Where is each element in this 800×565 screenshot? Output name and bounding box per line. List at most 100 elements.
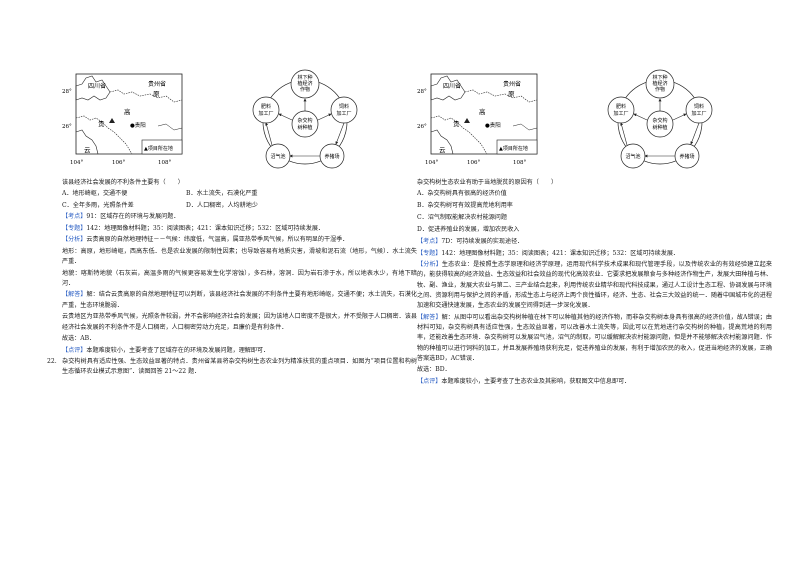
map-label-guizhou: 贵州省 [148,80,166,88]
node-fertilizer-plant [607,96,635,124]
zhuanti-tag: 【专题】 [62,224,87,232]
question-21-intro: 该县经济社会发展的不利条件主要有（ ） [62,179,184,186]
zhuanti-text: 142：地理图像材料题；35：阅读图表；421：课本知识迁移；532：区域可持续… [86,224,325,232]
left-column: 四川省 贵州省 原 高 贵 ●贵阳 云 28° 26° 104° 106° 10… [47,66,417,379]
jieda-p2: 云贵地区为亚热带季风气候，光照条件较弱，并不会影响经济社会的发展；因为该地人口密… [62,313,417,331]
dianping-text: 本题难度较小，主要考查了区域存在的环境及发展问题，理解即可． [86,346,270,354]
option-c: C．全年多雨，光照条件差 [62,201,134,209]
map-label-sichuan: 四川省 [443,82,461,90]
map-label-lon108: 108° [513,160,526,166]
fenxi-p2: 地形：高原，地形崎岖，西高东低．也是农业发展的限制性因素；也导致容易有地质灾害，… [62,247,417,266]
option-a: A．地形崎岖，交通不便 [62,190,128,198]
map-label-gui: 贵 [98,119,105,128]
kaodian-text: 91：区域存在的环境与发展问题． [86,213,180,221]
answer-line: 故选：BD． [417,366,451,374]
jieda-text: 解：从图中可以看出杂交构树种植在林下可以种植其他的经济作物，而非杂交构树本身具有… [417,313,772,362]
node-forest-crops [645,69,675,99]
kaodian-text: 7D：可持续发展的实现途径． [441,238,524,246]
node-pig-farm-label: 养猪场 [679,153,694,160]
left-flow-diagram: 林下种 植经济 作物 肥料 加工厂 饲料 加工厂 杂交构 树种植 沼气池 养猪场 [252,69,358,169]
option-b: B．杂交构树可有效提高荒地利用率 [417,202,513,210]
question-22-text: 杂交构树具有适应性强、生态效益显著的特点．贵州省某县将杂交构树生态农业列为精准扶… [62,358,417,376]
jieda-tag: 【解答】 [417,313,442,321]
map-label-lon104: 104° [425,160,438,166]
node-fertilizer-plant [252,96,280,124]
right-location-map: 四川省 贵州省 原 高 贵 ●贵阳 云 28° 26° 104° 106° 10… [417,73,538,166]
kaodian-tag: 【考点】 [417,238,442,246]
map-label-lon106: 106° [467,160,480,166]
kaodian-section: 【考点】91：区域存在的环境与发展问题． [62,212,417,222]
question-22: 22. 杂交构树具有适应性强、生态效益显著的特点．贵州省某县将杂交构树生态农业列为… [47,357,417,378]
question-22-number: 22. [47,358,57,365]
map-label-yuan: 原 [508,90,515,98]
node-fertilizer-l1: 肥料 [616,103,626,110]
map-label-yuan: 原 [153,90,160,98]
map-label-lon106: 106° [112,160,125,166]
node-forest-crops-l1: 林下种 [297,74,312,81]
zhuanti-tag: 【专题】 [417,249,442,257]
dianping-tag: 【点评】 [417,377,442,385]
map-label-lat28: 28° [62,89,72,95]
fenxi-p3: 地貌：喀斯特地貌（石灰岩，高温多雨的气候更容易发生化学溶蚀），多石林，溶洞．因为… [62,269,417,287]
kaodian-tag: 【考点】 [62,213,87,221]
node-mulberry-l1: 杂交构 [297,117,312,124]
node-mulberry-l2: 树种植 [652,124,667,131]
dianping-tag: 【点评】 [62,346,87,354]
option-d: D．人口稠密，人均耕地少 [186,201,258,209]
map-label-guizhou: 贵州省 [503,80,521,88]
question-21-options: A．地形崎岖，交通不便 B．水土流失，石漠化严重 C．全年多雨，光照条件差 D．… [62,189,417,212]
node-pig-farm-label: 养猪场 [324,153,339,160]
node-paper-mulberry [646,110,674,138]
fenxi-p1: 云贵高原的自然地理特征－－气候：纬度低，气温高，属亚热带季风气候，所以有明显的干… [86,236,349,244]
node-fertilizer-l2: 加工厂 [613,110,628,117]
node-feed-l1: 饲料 [694,103,704,110]
project-site-marker-icon [464,118,470,123]
node-feed-l2: 加工厂 [336,110,351,117]
question-22-options: A．杂交构树具有很高的经济价值 B．杂交构树可有效提高荒地利用率 C．沼气制取能… [417,189,772,235]
fenxi-tag: 【分析】 [62,236,87,244]
map-legend-text: ▲项目所在地 [144,145,173,152]
fenxi-section: 【分析】生态农业：是按照生态学原理和经济学原理，运用现代科学技术成果和现代管理手… [417,260,772,311]
map-label-yun: 云 [84,146,91,154]
node-forest-crops [290,69,320,99]
node-forest-crops-l2: 植经济 [652,80,667,87]
node-biogas-label: 沼气池 [270,153,285,160]
node-mulberry-l1: 杂交构 [652,117,667,124]
right-figures: 四川省 贵州省 原 高 贵 ●贵阳 云 28° 26° 104° 106° 10… [417,66,772,174]
fenxi-tag: 【分析】 [417,261,442,269]
question-22-intro: 杂交构树生态农业有助于当地脱贫的原因有（ ） [417,179,558,186]
left-location-map: 四川省 贵州省 原 高 贵 ●贵阳 云 28° 26° 104° 106° 10… [62,73,183,166]
map-label-lat26: 26° [417,124,427,130]
right-column: 四川省 贵州省 原 高 贵 ●贵阳 云 28° 26° 104° 106° 10… [417,66,772,388]
option-c: C．沼气制取能解决农村能源问题 [417,214,507,222]
zhuanti-section: 【专题】142：地理图像材料题；35：阅读图表；421：课本知识迁移；532：区… [62,224,417,234]
jieda-p1: 解：结合云贵高原的自然地理特征可以判断，该县经济社会发展的不利条件主要有地形崎岖… [62,291,418,309]
node-forest-crops-l2: 植经济 [297,80,312,87]
map-label-sichuan: 四川省 [88,82,106,90]
node-forest-crops-l3: 作物 [655,86,665,93]
node-biogas-label: 沼气池 [625,153,640,160]
jieda-section: 【解答】解：结合云贵高原的自然地理特征可以判断，该县经济社会发展的不利条件主要有… [62,290,417,311]
dianping-section: 【点评】本题难度较小，主要考查了生态农业及其影响，获取图文中信息即可． [417,377,772,387]
right-flow-diagram: 林下种 植经济 作物 肥料 加工厂 饲料 加工厂 杂交构 树种植 沼气池 养猪场 [607,69,713,169]
left-text-body: 该县经济社会发展的不利条件主要有（ ） A．地形崎岖，交通不便 B．水土流失，石… [47,178,417,378]
option-a: A．杂交构树具有很高的经济价值 [417,190,507,198]
dianping-text: 本题难度较小，主要考查了生态农业及其影响，获取图文中信息即可． [441,377,631,385]
map-label-gao: 高 [124,107,131,116]
zhuanti-section: 【专题】142：地理图像材料题；35：阅读图表；421：课本知识迁移；532：区… [417,249,772,259]
jieda-section: 【解答】解：从图中可以看出杂交构树种植在林下可以种植其他的经济作物，而非杂交构树… [417,313,772,364]
node-feed-l1: 饲料 [339,103,349,110]
map-label-gao: 高 [479,107,486,116]
node-feed-plant [330,96,358,124]
node-mulberry-l2: 树种植 [297,124,312,131]
fenxi-text: 生态农业：是按照生态学原理和经济学原理，运用现代科学技术成果和现代管理手段，以及… [417,261,772,310]
map-label-lat26: 26° [62,124,72,130]
dianping-section: 【点评】本题难度较小，主要考查了区域存在的环境及发展问题，理解即可． [62,346,417,356]
map-legend-text: ▲项目所在地 [499,145,528,152]
node-forest-crops-l3: 作物 [300,86,310,93]
left-figures: 四川省 贵州省 原 高 贵 ●贵阳 云 28° 26° 104° 106° 10… [62,66,417,174]
kaodian-section: 【考点】7D：可持续发展的实现途径． [417,237,772,247]
zhuanti-text: 142：地理图像材料题；35：阅读图表；421：课本知识迁移；532：区域可持续… [441,249,680,257]
node-fertilizer-l2: 加工厂 [258,110,273,117]
map-label-lat28: 28° [417,89,427,95]
